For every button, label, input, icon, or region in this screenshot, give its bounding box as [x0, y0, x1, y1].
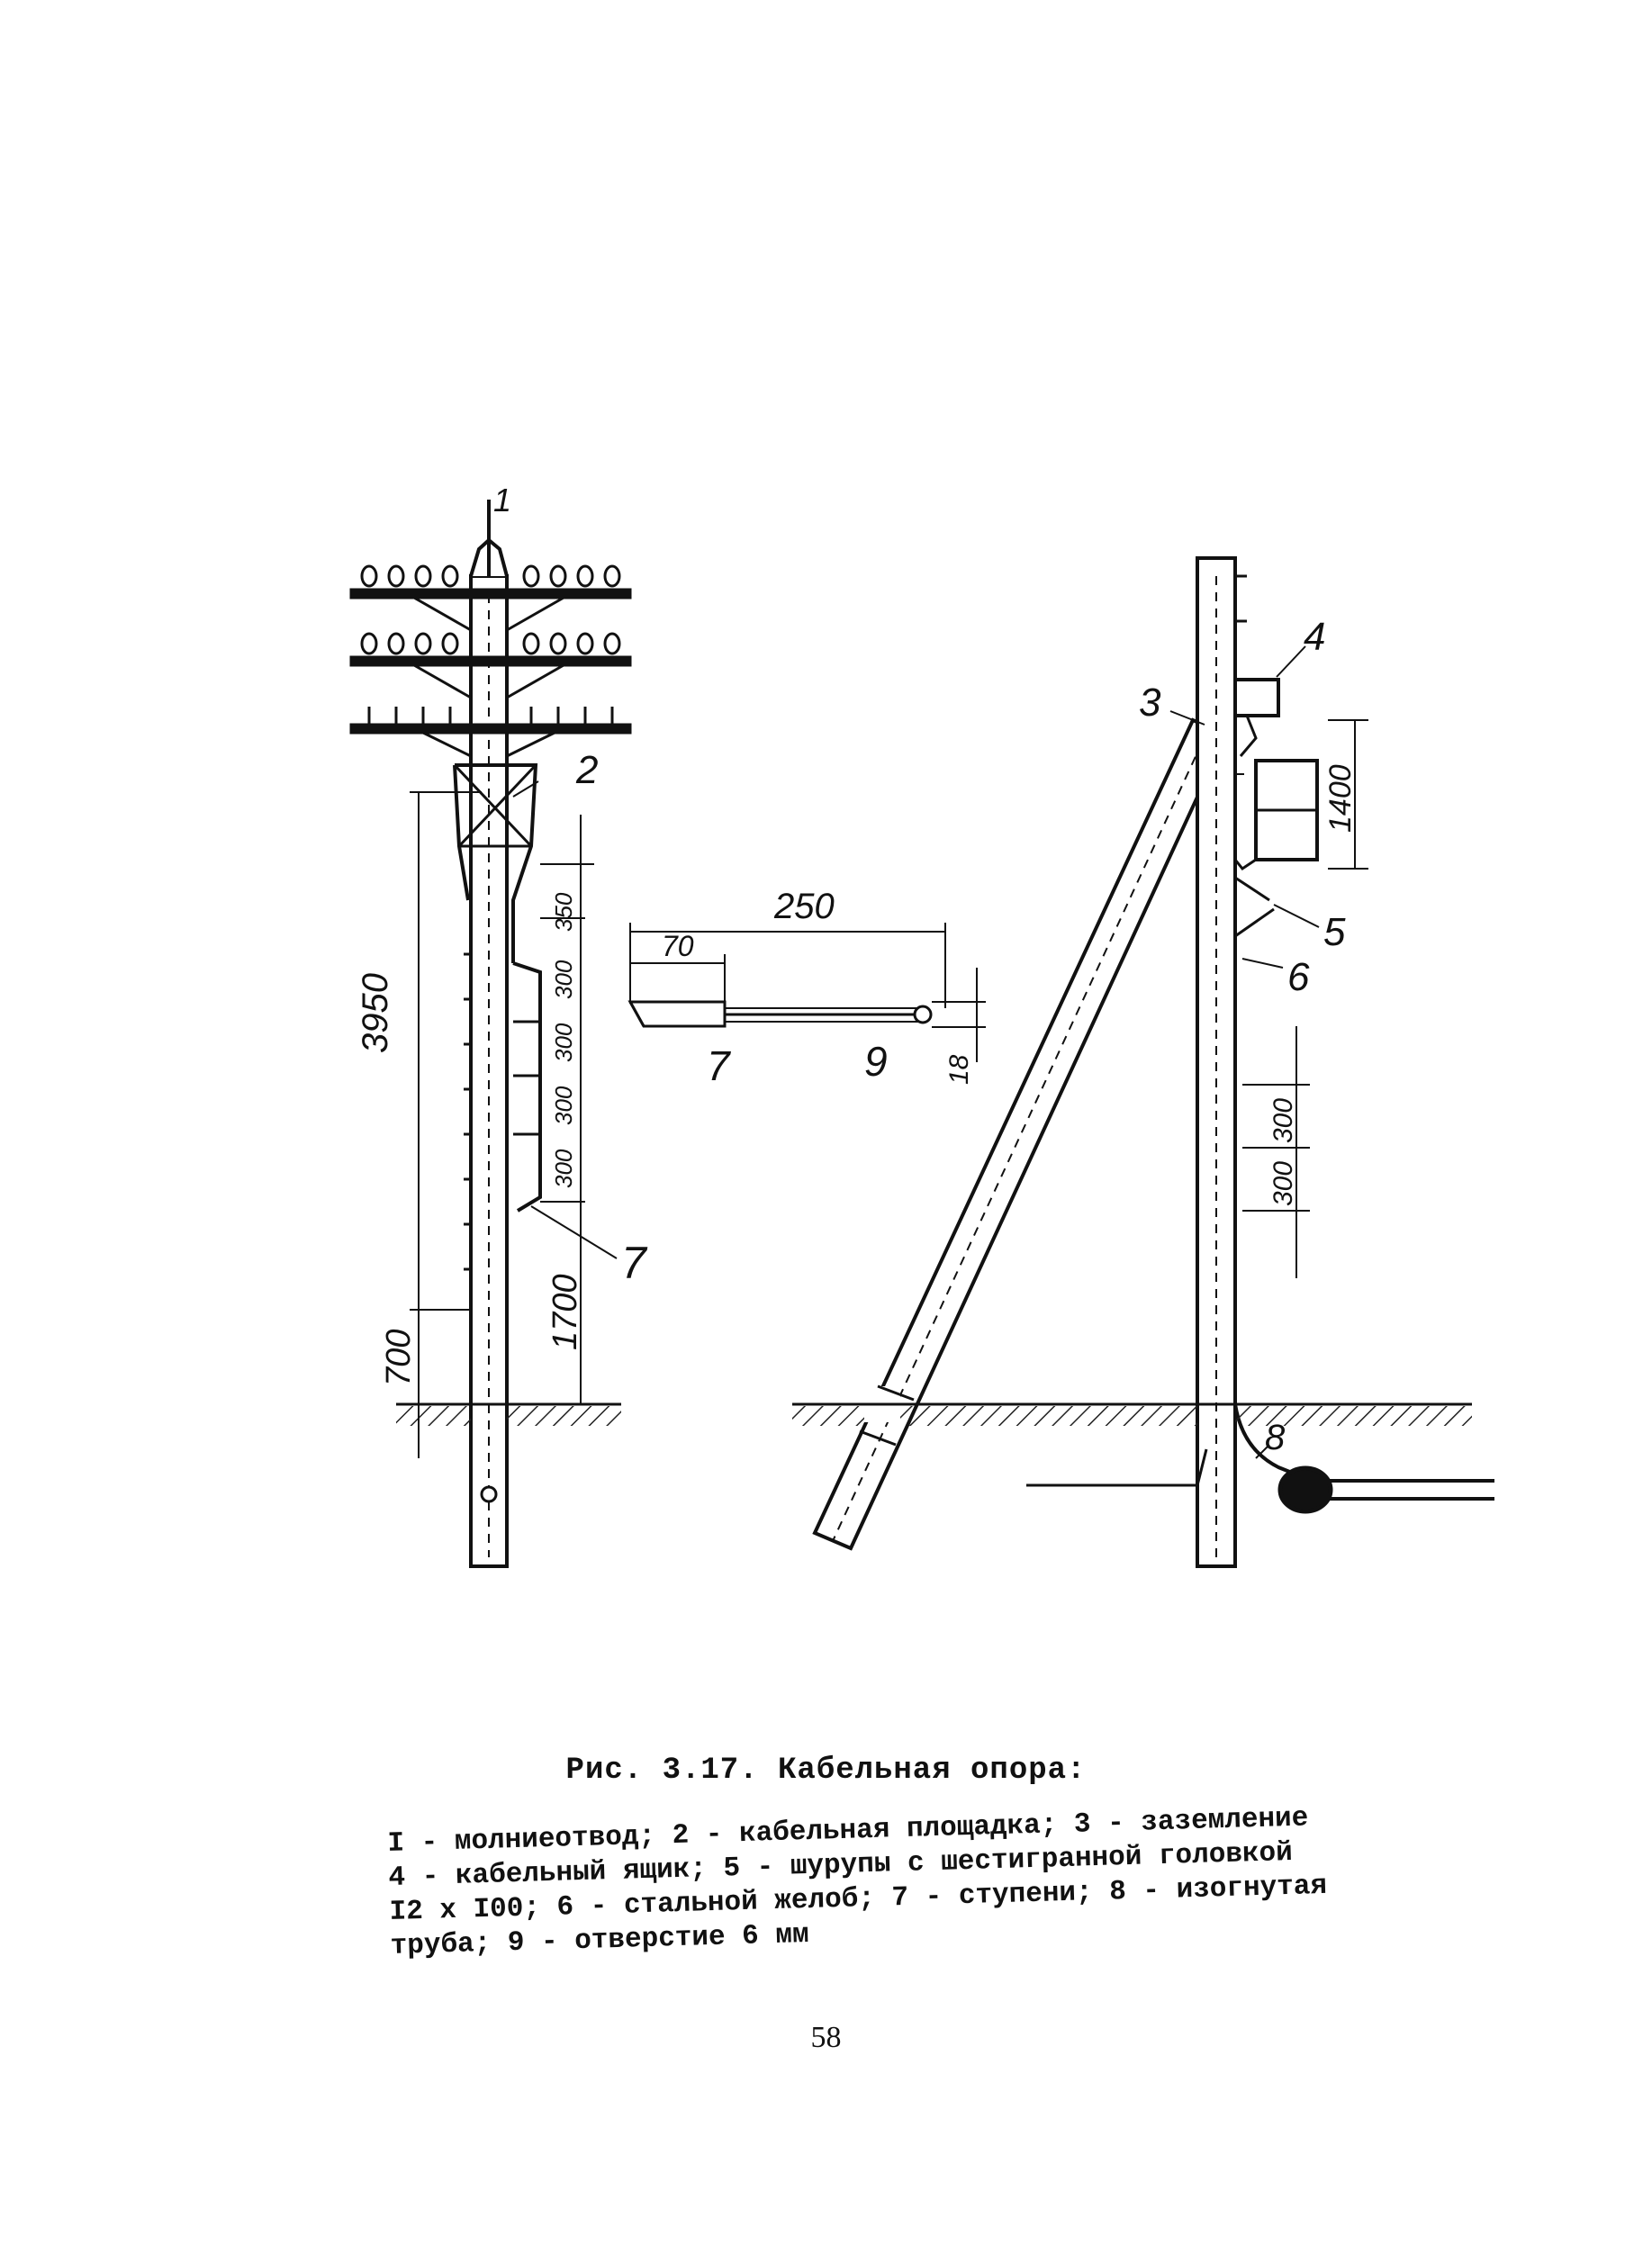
- right-dimension-lines: [1169, 645, 1368, 1459]
- right-dimension-labels: 1400 300 300 3 4 5 6 8: [1139, 615, 1358, 1457]
- dim-1400: 1400: [1323, 764, 1358, 833]
- dim-300-a: 300: [550, 960, 577, 999]
- left-dimension-labels: 3950 700 1700 350 300 300 300 300 1 2 7: [356, 482, 648, 1386]
- figure-caption: Рис. 3.17. Кабельная опора:: [565, 1754, 1087, 1788]
- dim-300-b: 300: [550, 1023, 577, 1062]
- left-leaders: [512, 780, 618, 1259]
- dim-700: 700: [380, 1330, 418, 1386]
- dim-300-c: 300: [550, 1086, 577, 1125]
- right-pole: [792, 556, 1494, 1568]
- callout-3: 3: [1139, 681, 1161, 725]
- callout-9-detail: 9: [864, 1038, 888, 1085]
- callout-4: 4: [1304, 615, 1325, 659]
- left-pole: [349, 500, 632, 1568]
- dim-300-e: 300: [1268, 1098, 1298, 1143]
- dim-250: 250: [773, 887, 835, 926]
- callout-2: 2: [575, 748, 598, 792]
- callout-7-left: 7: [621, 1238, 648, 1288]
- dim-300-d: 300: [550, 1149, 577, 1188]
- dim-18: 18: [944, 1054, 974, 1085]
- dim-1700: 1700: [546, 1274, 584, 1350]
- callout-7-detail: 7: [707, 1042, 731, 1089]
- callout-1: 1: [493, 482, 511, 518]
- callout-5: 5: [1323, 910, 1346, 954]
- page-number: 58: [810, 2021, 842, 2054]
- dim-350: 350: [550, 892, 577, 932]
- callout-6: 6: [1287, 955, 1310, 999]
- step-detail-labels: 250 70 18 7 9: [662, 887, 974, 1089]
- dim-70: 70: [662, 930, 694, 962]
- callout-8: 8: [1265, 1418, 1286, 1457]
- dim-3950: 3950: [356, 973, 395, 1053]
- left-dimension-lines: [410, 791, 594, 1458]
- step-detail: [627, 923, 986, 1062]
- dim-300-f: 300: [1268, 1161, 1298, 1206]
